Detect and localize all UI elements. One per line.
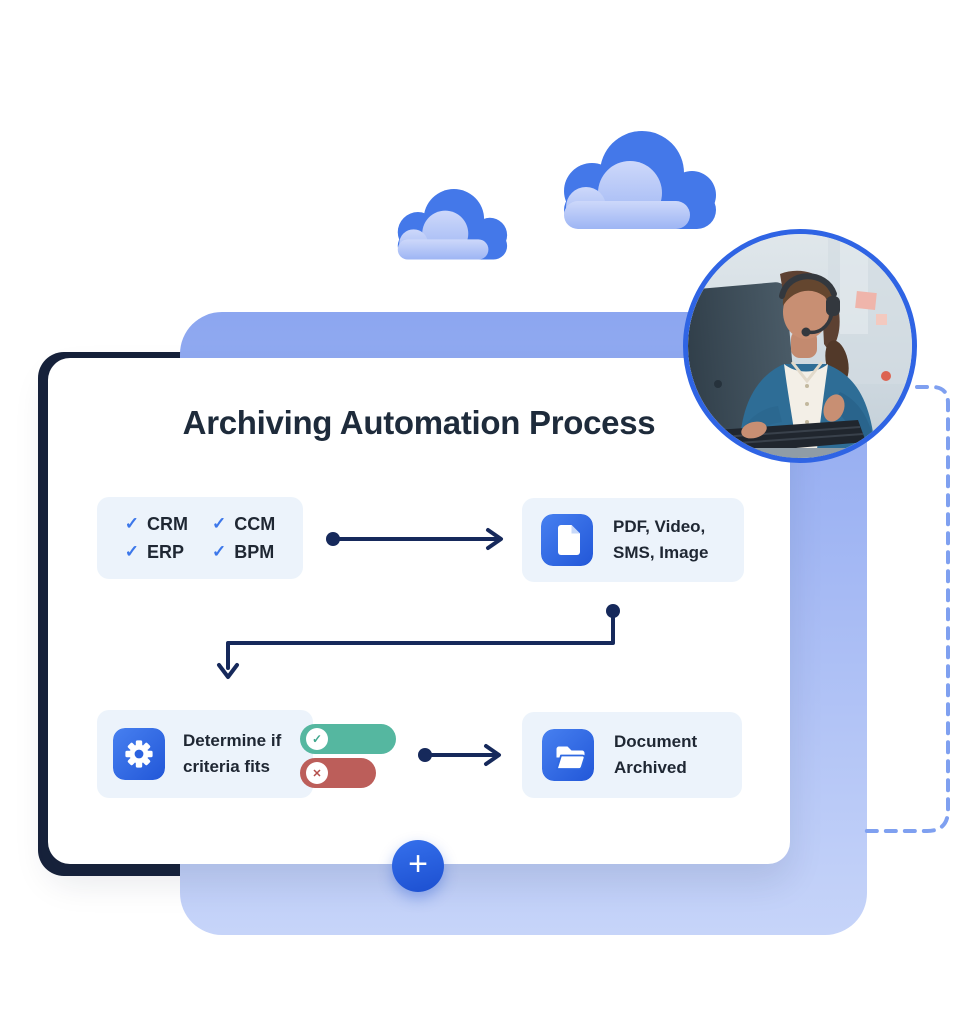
source-item-ccm: ✓ CCM (212, 514, 275, 535)
page-title: Archiving Automation Process (182, 404, 656, 441)
archived-line-1: Document (614, 732, 698, 751)
check-icon: ✓ (124, 514, 139, 533)
gear-icon (113, 728, 165, 780)
check-icon: ✓ (124, 542, 139, 561)
support-agent-photo (688, 234, 912, 458)
node-criteria-check: Determine if criteria fits (97, 710, 313, 798)
check-icon: ✓ (212, 542, 227, 561)
formats-line-2: SMS, Image (613, 543, 709, 562)
formats-line-1: PDF, Video, (613, 517, 706, 536)
document-icon (541, 514, 593, 566)
source-label: CCM (234, 513, 276, 534)
criteria-label: Determine if criteria fits (183, 728, 281, 780)
cloud-icon (397, 189, 508, 260)
criteria-line-1: Determine if (183, 731, 282, 750)
node-content-formats: PDF, Video, SMS, Image (522, 498, 744, 582)
formats-label: PDF, Video, SMS, Image (613, 514, 708, 566)
plus-icon: + (408, 845, 428, 883)
archived-label: Document Archived (614, 729, 697, 781)
criteria-fail-toggle[interactable]: ✕ (300, 758, 376, 788)
criteria-pass-toggle[interactable]: ✓ (300, 724, 396, 754)
source-item-bpm: ✓ BPM (212, 542, 275, 563)
source-systems-grid: ✓ CRM ✓ CCM ✓ ERP ✓ BPM (125, 514, 276, 563)
node-source-systems: ✓ CRM ✓ CCM ✓ ERP ✓ BPM (97, 497, 303, 579)
add-button[interactable]: + (392, 840, 444, 892)
source-label: ERP (147, 541, 185, 562)
check-icon: ✓ (212, 514, 227, 533)
archived-line-2: Archived (614, 758, 687, 777)
folder-icon (542, 729, 594, 781)
criteria-line-2: criteria fits (183, 757, 270, 776)
cloud-icon (564, 131, 716, 229)
node-document-archived: Document Archived (522, 712, 742, 798)
source-item-erp: ✓ ERP (125, 542, 188, 563)
source-item-crm: ✓ CRM (125, 514, 188, 535)
avatar (683, 229, 917, 463)
source-label: CRM (147, 513, 188, 534)
source-label: BPM (234, 541, 275, 562)
check-icon: ✓ (306, 728, 328, 750)
x-icon: ✕ (306, 762, 328, 784)
